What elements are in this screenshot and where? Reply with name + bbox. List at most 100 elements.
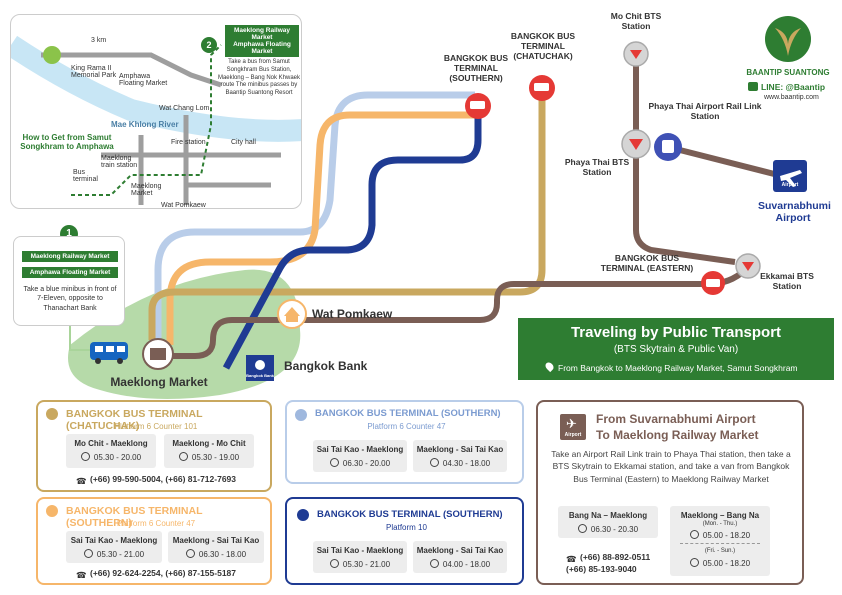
inset-wat-chang-lom: Wat Chang Lom — [159, 105, 210, 112]
inset-step2-tag2: Amphawa Floating Market — [225, 39, 299, 57]
card-chatuchak-time2: 05.30 - 19.00 — [191, 453, 240, 462]
inset-distance: 3 km — [91, 37, 107, 44]
card-airport-desc: Take an Airport Rail Link train to Phaya… — [551, 449, 791, 484]
line-id: LINE: @Baantip — [761, 82, 826, 92]
inset-maeklong-train: Maeklong train station — [101, 155, 138, 169]
banner-location-text: From Bangkok to Maeklong Railway Market,… — [558, 363, 798, 373]
website[interactable]: www.baantip.com — [764, 94, 819, 101]
card-southern-navy-platform: Platform 10 — [386, 523, 427, 532]
inset-maeklong-market: Maeklong Market — [131, 183, 162, 197]
inset-step2-box: Maeklong Railway Market Amphawa Floating… — [213, 17, 301, 105]
card-southern-lightblue-platform: Platform 6 Counter 47 — [367, 422, 446, 431]
card-southern-navy-time2: 04.00 - 18.00 — [442, 560, 491, 569]
card-airport-days1: (Mon. - Thu.) — [702, 521, 738, 527]
card-airport-phone: ☎(+66) 88-892-0511 (+66) 85-193-9040 — [566, 542, 666, 574]
card-southern-orange-title: BANGKOK BUS TERMINAL (SOUTHERN) — [66, 505, 203, 529]
line-contact: LINE: @Baantip — [748, 82, 825, 92]
inset-step2-tag1: Maeklong Railway Market — [225, 25, 299, 43]
route-line-navy — [222, 110, 482, 370]
southern-terminal-marker — [465, 93, 491, 119]
card-southern-lightblue-route2: Maeklong - Sai Tai Kao — [416, 445, 504, 454]
label-airport-badge: Airport — [781, 182, 799, 188]
inset-heading: How to Get from Samut Songkhram to Ampha… — [20, 133, 114, 151]
card-airport-route2: Maeklong – Bang Na — [680, 511, 760, 520]
card-southern-lightblue-time2: 04.30 - 18.00 — [442, 459, 491, 468]
eastern-terminal-marker — [701, 271, 725, 295]
minibus-icon — [90, 342, 128, 364]
wat-pomkaew-marker — [277, 299, 307, 329]
clock-icon — [83, 549, 93, 558]
inset-king-rama: King Rama II Memorial Park — [71, 65, 117, 79]
card-chatuchak-dot — [46, 408, 58, 420]
card-southern-orange-route1: Sai Tai Kao - Maeklong — [70, 536, 158, 545]
clock-icon — [185, 549, 195, 558]
inset-wat-pomkaew: Wat Pomkaew — [161, 202, 206, 209]
card-chatuchak-time1: 05.30 - 20.00 — [93, 453, 142, 462]
banner-subtitle: (BTS Skytrain & Public Van) — [613, 344, 739, 355]
inset-bus-terminal: Bus terminal — [73, 169, 98, 183]
label-chatuchak: BANGKOK BUS TERMINAL (CHATUCHAK) — [510, 31, 576, 61]
card-chatuchak: BANGKOK BUS TERMINAL (CHATUCHAK) Platfor… — [36, 400, 272, 492]
label-eastern: BANGKOK BUS TERMINAL (EASTERN) — [600, 253, 694, 273]
card-airport-time1: 06.30 - 20.30 — [590, 525, 639, 534]
step1-box: Maeklong Railway Market Amphawa Floating… — [13, 236, 125, 326]
step1-tag1: Maeklong Railway Market — [22, 251, 118, 262]
label-bangkok-bank-badge: Bangkok Bank — [246, 373, 274, 378]
card-southern-orange-slot2: Maeklong - Sai Tai Kao 06.30 - 18.00 — [168, 531, 264, 563]
card-airport-time2a-wrap: 05.00 - 18.20 — [670, 530, 770, 540]
card-airport-slot1: Bang Na – Maeklong 06.30 - 20.30 — [558, 506, 658, 538]
inset-road-2 — [101, 115, 281, 205]
inset-map-graphic — [11, 35, 301, 205]
step1-tag2: Amphawa Floating Market — [22, 267, 118, 278]
card-southern-orange-time2: 06.30 - 18.00 — [198, 550, 247, 559]
card-southern-navy: BANGKOK BUS TERMINAL (SOUTHERN) Platform… — [285, 497, 524, 585]
card-chatuchak-route2: Maeklong - Mo Chit — [172, 439, 246, 448]
inset-map: 3 km King Rama II Memorial Park Amphawa … — [10, 14, 302, 209]
card-chatuchak-slot1: Mo Chit - Maeklong 05.30 - 20.00 — [66, 434, 156, 468]
clock-icon — [178, 452, 188, 461]
route-line-gold — [148, 95, 546, 340]
label-southern: BANGKOK BUS TERMINAL (SOUTHERN) — [443, 53, 509, 83]
inset-step2-text: Take a bus from Samut Songkhram Bus Stat… — [217, 59, 301, 97]
label-bangkok-bank: Bangkok Bank — [284, 359, 368, 373]
clock-icon — [429, 458, 439, 467]
inset-fire-station: Fire station — [171, 139, 206, 146]
land-area — [68, 269, 301, 399]
card-airport-title2: To Maeklong Railway Market — [596, 428, 759, 442]
card-southern-lightblue-time1: 06.30 - 20.00 — [342, 459, 391, 468]
card-chatuchak-route1: Mo Chit - Maeklong — [74, 439, 148, 448]
card-chatuchak-title: BANGKOK BUS TERMINAL (CHATUCHAK) — [66, 408, 203, 432]
card-airport-slot2: Maeklong – Bang Na (Mon. - Thu.) 05.00 -… — [670, 506, 770, 576]
card-airport-days2: (Fri. - Sun.) — [704, 548, 736, 554]
card-southern-navy-time1: 05.30 - 21.00 — [342, 560, 391, 569]
card-airport-title1: From Suvarnabhumi Airport — [596, 412, 756, 426]
card-southern-orange-time1: 05.30 - 21.00 — [96, 550, 145, 559]
card-southern-lightblue-title: BANGKOK BUS TERMINAL (SOUTHERN) — [315, 408, 501, 419]
card-airport-time2b-wrap: 05.00 - 18.20 — [670, 558, 770, 568]
label-phayathai-arl: Phaya Thai Airport Rail Link Station — [648, 101, 762, 121]
bangkok-bank-marker — [246, 355, 274, 381]
inset-step2-number: 2 — [201, 37, 217, 53]
card-southern-navy-route1: Sai Tai Kao - Maeklong — [316, 546, 404, 555]
route-line-brown-bts — [633, 55, 736, 265]
label-wat-pomkaew: Wat Pomkaew — [312, 307, 393, 321]
clock-icon — [329, 458, 339, 467]
card-chatuchak-platform: Platform 6 Counter 101 — [114, 422, 198, 431]
card-southern-orange-platform: Platform 6 Counter 47 — [116, 519, 196, 528]
card-southern-lightblue: BANGKOK BUS TERMINAL (SOUTHERN) Platform… — [285, 400, 524, 484]
label-phayathai-bts: Phaya Thai BTS Station — [564, 157, 630, 177]
inset-city-hall: City hall — [231, 139, 256, 146]
card-southern-orange-slot1: Sai Tai Kao - Maeklong 05.30 - 21.00 — [66, 531, 162, 563]
location-pin-icon — [543, 360, 556, 373]
maeklong-market-marker — [142, 338, 174, 370]
clock-icon — [689, 558, 699, 567]
card-southern-navy-slot2: Maeklong - Sai Tai Kao 04.00 - 18.00 — [413, 541, 507, 573]
card-southern-lightblue-route1: Sai Tai Kao - Maeklong — [316, 445, 404, 454]
card-southern-navy-slot1: Sai Tai Kao - Maeklong 05.30 - 21.00 — [313, 541, 407, 573]
title-banner: Traveling by Public Transport (BTS Skytr… — [518, 318, 834, 380]
clock-icon — [577, 524, 587, 533]
card-airport: ✈ Airport From Suvarnabhumi Airport To M… — [536, 400, 804, 585]
card-airport-divider — [680, 543, 760, 544]
card-southern-orange-phone-text: (+66) 92-624-2254, (+66) 87-155-5187 — [89, 568, 237, 578]
